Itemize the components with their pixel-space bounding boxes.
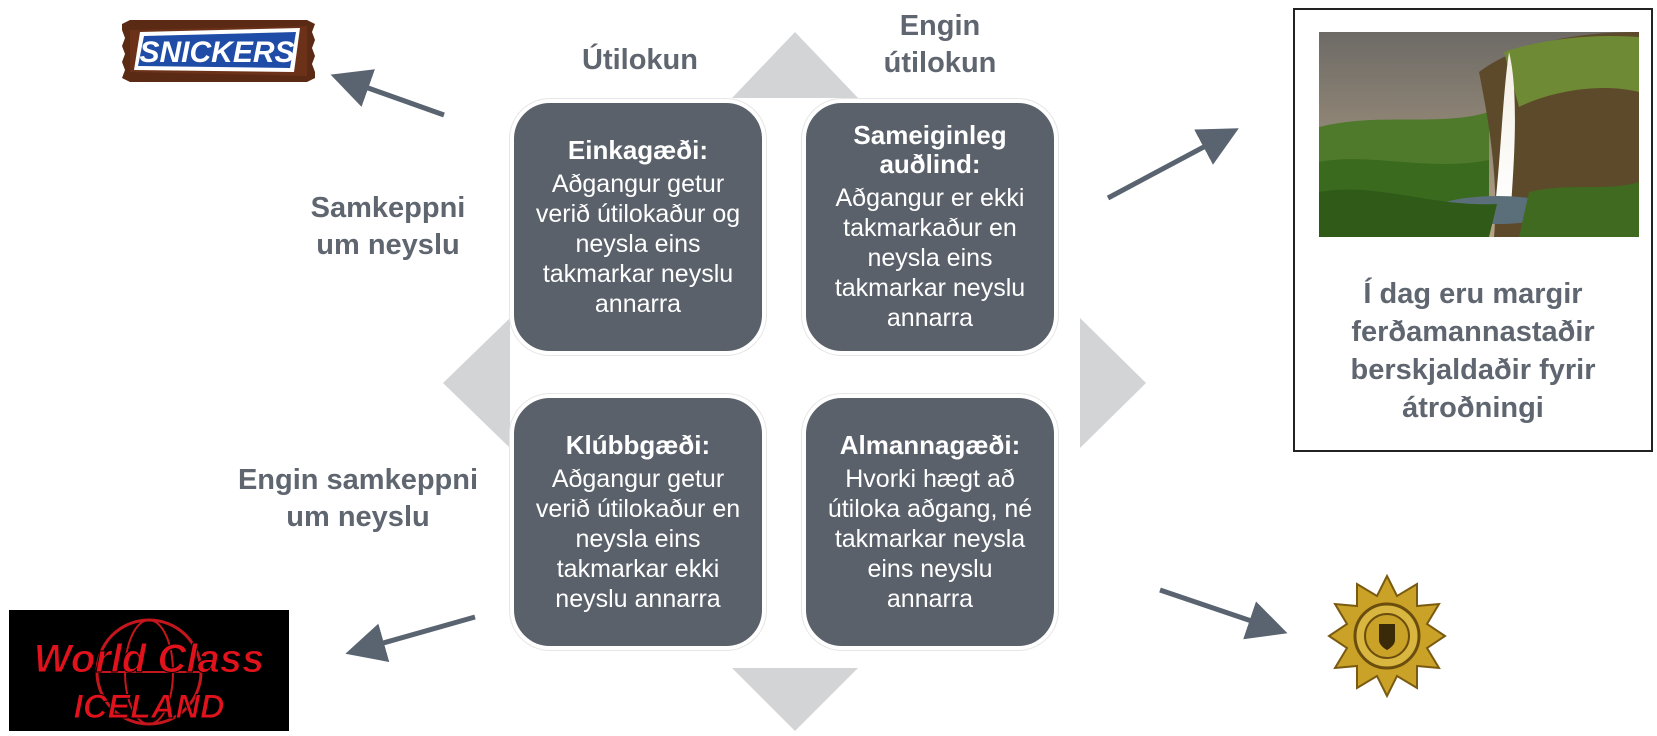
diamond-arrow-up bbox=[732, 32, 858, 98]
quadrant-body: Aðgangur er ekki takmarkaður en neysla e… bbox=[834, 184, 1026, 332]
snickers-logo: SNICKERS bbox=[122, 20, 315, 82]
worldclass-logo-subtext: ICELAND bbox=[73, 688, 224, 726]
worldclass-logo-text: World Class bbox=[34, 637, 264, 681]
quadrant-public-goods: Almannagæði: Hvorki hægt að útiloka aðga… bbox=[802, 394, 1058, 650]
quadrant-title: Klúbbgæði: bbox=[565, 429, 711, 460]
worldclass-globe-icon: World Class ICELAND bbox=[33, 618, 265, 727]
snickers-logo-text: SNICKERS bbox=[139, 36, 294, 69]
quadrant-body: Aðgangur getur verið útilokaður en neysl… bbox=[535, 464, 741, 613]
quadrant-title: Almannagæði: bbox=[839, 429, 1021, 460]
arrow-to-waterfall bbox=[1106, 128, 1239, 201]
quadrant-common-resource: Sameiginleg auðlind: Aðgangur er ekki ta… bbox=[802, 99, 1058, 355]
column-label-exclusion: Útilokun bbox=[582, 44, 698, 76]
row-label-no-rivalry: Engin samkeppni um neyslu bbox=[237, 464, 479, 533]
quadrant-body: Hvorki hægt að útiloka aðgang, né takmar… bbox=[827, 464, 1033, 613]
quadrant-private-goods: Einkagæði: Aðgangur getur verið útilokað… bbox=[510, 99, 766, 355]
tourism-example-panel: Í dag eru margir ferðamannastaðir berskj… bbox=[1293, 8, 1653, 452]
column-label-no-exclusion: Engin útilokun bbox=[883, 10, 997, 79]
diamond-arrow-right bbox=[1080, 318, 1146, 448]
diamond-arrow-down bbox=[732, 668, 858, 731]
quadrant-club-goods: Klúbbgæði: Aðgangur getur verið útilokað… bbox=[510, 394, 766, 650]
arrow-to-snickers bbox=[330, 69, 445, 118]
arrow-to-worldclass bbox=[345, 614, 476, 663]
police-badge-icon bbox=[1327, 574, 1447, 698]
quadrant-title: Sameiginleg auðlind: bbox=[853, 120, 1007, 179]
diamond-arrow-left bbox=[443, 318, 510, 448]
arrow-to-police-badge bbox=[1159, 587, 1288, 640]
worldclass-logo: World Class ICELAND bbox=[9, 610, 289, 731]
quadrant-body: Aðgangur getur verið útilokaður og neysl… bbox=[535, 169, 741, 318]
waterfall-photo bbox=[1319, 32, 1639, 237]
row-label-rivalry: Samkeppni um neyslu bbox=[310, 192, 466, 261]
quadrant-title: Einkagæði: bbox=[567, 134, 709, 165]
panel-caption: Í dag eru margir ferðamannastaðir berskj… bbox=[1350, 278, 1596, 424]
